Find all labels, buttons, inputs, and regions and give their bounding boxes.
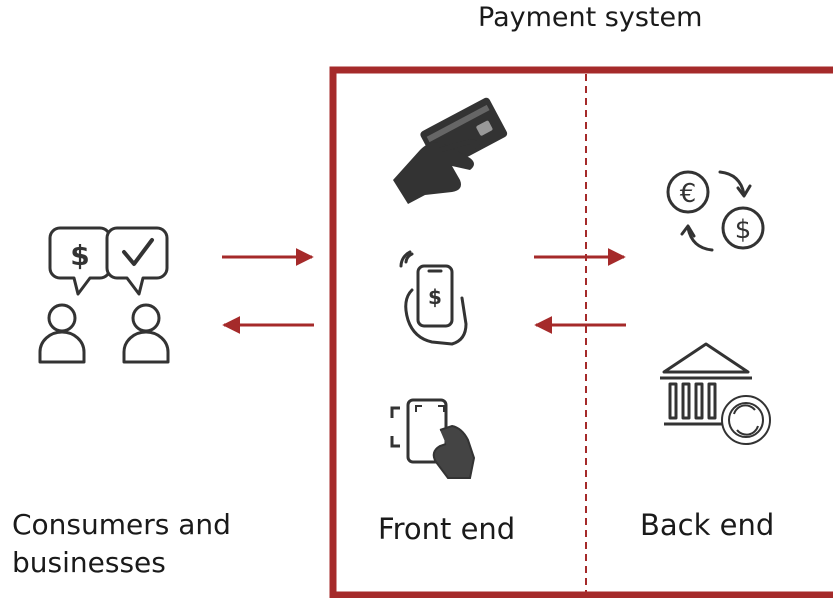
hand-holding-phone-payment-icon: $	[399, 250, 468, 346]
svg-text:€: €	[680, 179, 697, 209]
hand-scanning-phone-icon	[390, 398, 476, 479]
bank-sync-icon	[660, 342, 771, 445]
hand-holding-card-icon	[393, 97, 508, 204]
person-icon	[122, 303, 170, 364]
diagram-title: Payment system	[478, 2, 703, 33]
speech-bubble-dollar-icon: $	[48, 226, 112, 296]
svg-text:$: $	[70, 239, 89, 272]
payment-system-box	[329, 66, 833, 598]
back-end-label: Back end	[640, 508, 775, 542]
consumers-label-line1: Consumers and	[12, 508, 231, 541]
currency-exchange-icon: € $	[666, 170, 765, 252]
svg-text:$: $	[428, 285, 442, 309]
speech-bubble-check-icon	[105, 226, 169, 296]
consumers-icon-group: $	[38, 226, 170, 364]
consumers-label-line2: businesses	[12, 546, 166, 579]
svg-text:$: $	[735, 215, 752, 245]
person-icon	[38, 303, 86, 364]
front-end-label: Front end	[378, 512, 516, 546]
